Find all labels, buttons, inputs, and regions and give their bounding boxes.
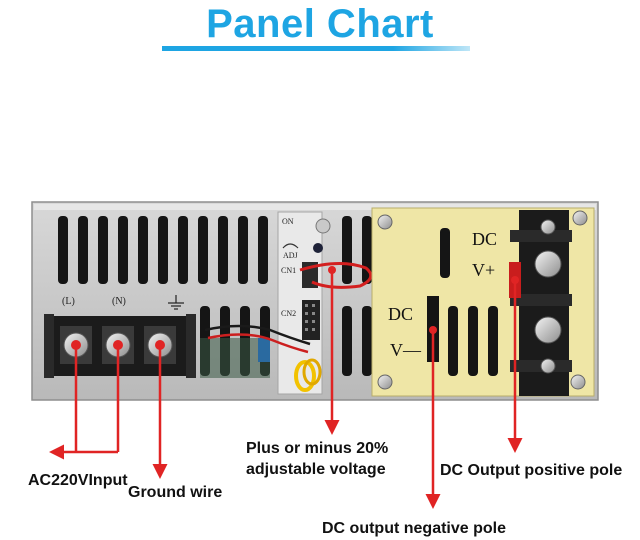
adj-arc-icon: [282, 243, 299, 249]
title-underline: [162, 46, 470, 51]
on-label: ON: [282, 217, 294, 226]
yellow-wire-loop-2: [302, 358, 322, 386]
cn2-label: CN2: [281, 309, 296, 318]
ground-symbol-icon: [168, 295, 184, 310]
marker-dot-positive: [511, 276, 519, 284]
callout-lines: [49, 270, 523, 509]
ground-wire-label: Ground wire: [128, 484, 223, 501]
red-wire-adj: [299, 261, 373, 289]
terminal-n-label: (N): [112, 296, 126, 307]
red-wire-cn2: [207, 333, 309, 354]
v-plus-label: V+: [472, 260, 495, 280]
dc-plus-screw: [534, 250, 562, 278]
chassis-top-edge: [34, 204, 596, 210]
page-title: Panel Chart: [206, 2, 434, 46]
dc-minus-screw: [534, 316, 562, 344]
yellow-wire-loop: [294, 360, 316, 392]
adjust-label-line1: Plus or minus 20%: [246, 440, 389, 457]
dc-mid-label: DC: [388, 304, 413, 324]
black-wire: [204, 324, 311, 346]
adj-label: ADJ: [283, 251, 298, 260]
board-screw-br: [570, 374, 586, 390]
cn1-label: CN1: [281, 266, 296, 275]
ac-input-label: AC220VInput: [28, 472, 128, 489]
adj-knob-icon: [313, 243, 323, 253]
negative-pole-label: DC output negative pole: [322, 520, 506, 537]
marker-dot-adj: [328, 266, 336, 274]
board-screw-tr: [572, 210, 588, 226]
cn2-pins: [305, 304, 315, 331]
positive-pole-label: DC Output positive pole: [440, 462, 623, 479]
dc-top-label: DC: [472, 229, 497, 249]
capacitor: [258, 338, 270, 362]
board-vents: [440, 228, 498, 376]
indicator-led: [315, 218, 331, 234]
board-screw-tl: [377, 214, 393, 230]
marker-dot-negative: [429, 326, 437, 334]
board-screw-bl: [377, 374, 393, 390]
cn2-connector: [302, 300, 320, 340]
terminal-l-label: (L): [62, 296, 75, 307]
upper-vents: [58, 216, 372, 284]
adjust-label-line2: adjustable voltage: [246, 461, 386, 478]
v-minus-label: V—: [390, 340, 422, 360]
